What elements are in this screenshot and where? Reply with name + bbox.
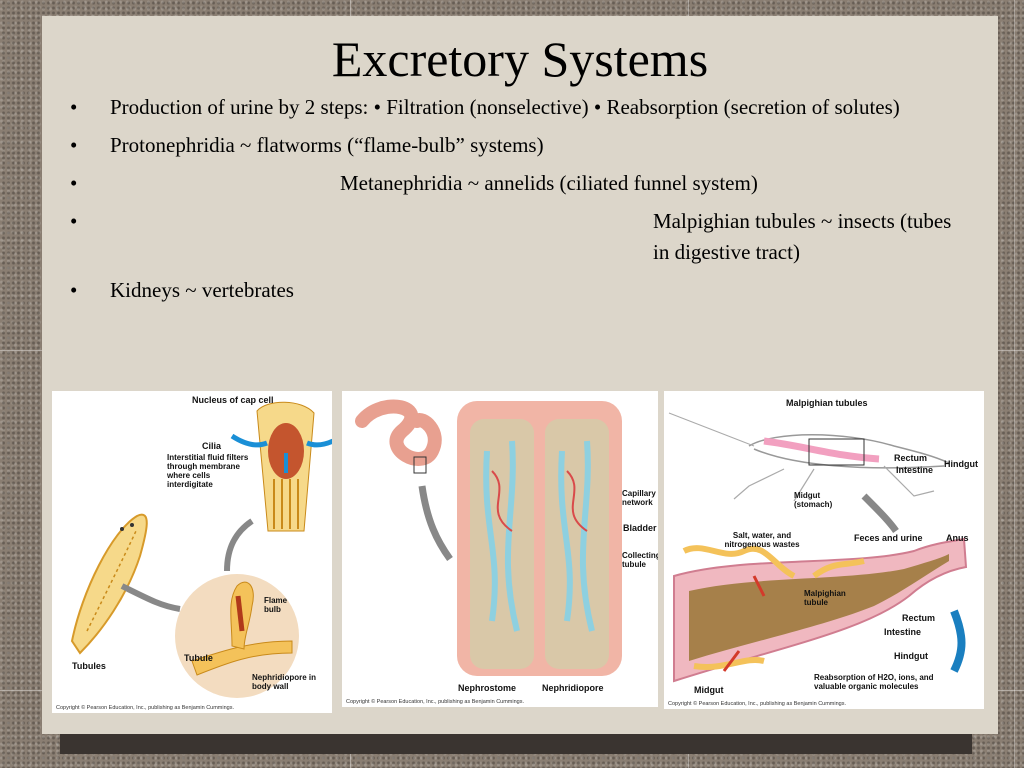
- nephridium-tubule: [558, 440, 595, 632]
- zoom-box: [413, 456, 427, 474]
- label-malpighian-bottom: Malpighian tubule: [804, 589, 846, 607]
- label-malpighian-bottom-wrap: Malpighian tubule: [804, 589, 846, 607]
- gut-contents: [689, 554, 949, 661]
- earthworm-body: [355, 399, 442, 466]
- label-nucleus: Nucleus of cap cell: [192, 395, 274, 405]
- label-hindgut-top: Hindgut: [944, 459, 978, 469]
- label-tubules: Tubules: [72, 661, 106, 671]
- grasshopper-body: [753, 448, 945, 469]
- label-malpighian-top: Malpighian tubules: [786, 398, 868, 408]
- bullet-text: Protonephridia ~ flatworms (“flame-bulb”…: [110, 133, 544, 157]
- filtration-arrow: [230, 433, 268, 448]
- copyright-text: Copyright © Pearson Education, Inc., pub…: [346, 698, 524, 705]
- capillary-network: [491, 470, 588, 532]
- label-salt: Salt, water, and nitrogenous wastes: [724, 531, 800, 549]
- label-nephridiopore-wrap: Nephridiopore in body wall: [252, 673, 316, 691]
- bullet-marker: •: [70, 95, 78, 119]
- bullet-marker: •: [70, 171, 78, 195]
- insect-diagram: Malpighian tubules Rectum Intestine Hind…: [668, 398, 978, 707]
- flame-cell-ribs: [273, 479, 299, 529]
- flatworm-diagram: Nucleus of cap cell Cilia Interstitial f…: [56, 395, 332, 711]
- label-tubule: Tubule: [184, 653, 213, 663]
- label-rectum-bottom: Rectum: [902, 613, 935, 623]
- flatworm-eye: [120, 527, 124, 531]
- label-reabsorption: Reabsorption of H2O, ions, and valuable …: [814, 673, 934, 691]
- label-reabsorption-wrap: Reabsorption of H2O, ions, and valuable …: [814, 673, 934, 691]
- bullet-text: Malpighian tubules ~ insects (tubes in d…: [653, 209, 952, 264]
- grasshopper-legs: [733, 465, 935, 502]
- bullet-marker: •: [70, 133, 78, 157]
- flatworm-figure: Nucleus of cap cell Cilia Interstitial f…: [52, 391, 332, 713]
- insect-figure: Malpighian tubules Rectum Intestine Hind…: [664, 391, 984, 709]
- malpighian-tubule: [812, 558, 865, 579]
- filtration-arrow: [306, 438, 332, 448]
- label-feces: Feces and urine: [854, 533, 923, 543]
- label-midgut-top: Midgut (stomach): [794, 491, 833, 509]
- earthworm-diagram: Capillary network Bladder Collecting tub…: [346, 399, 658, 705]
- label-cilia: Cilia: [202, 441, 222, 451]
- flow-arrow: [722, 575, 766, 672]
- segment-interior: [470, 419, 534, 669]
- label-nephridiopore: Nephridiopore in body wall: [252, 673, 316, 691]
- bullet-text: Production of urine by 2 steps: • Filtra…: [110, 95, 900, 119]
- label-interstitial: Interstitial fluid filters through membr…: [167, 453, 249, 489]
- gut-tract: [763, 437, 880, 463]
- label-hindgut-bottom: Hindgut: [894, 651, 928, 661]
- background-grid-line: [1014, 0, 1015, 768]
- malpighian-tubule: [682, 545, 796, 579]
- label-interstitial-wrap: Interstitial fluid filters through membr…: [167, 453, 249, 489]
- cilia-tuft: [268, 423, 304, 479]
- grasshopper-body: [748, 434, 950, 464]
- label-salt-wrap: Salt, water, and nitrogenous wastes: [724, 531, 800, 549]
- label-nephridiopore: Nephridiopore: [542, 683, 604, 693]
- label-capillary-wrap: Capillary network: [622, 489, 656, 507]
- bullet-marker: •: [70, 209, 78, 233]
- tubule-duct: [191, 640, 293, 676]
- slide: Excretory Systems • Production of urine …: [42, 16, 998, 734]
- label-midgut-bottom: Midgut: [694, 685, 724, 695]
- label-flame-bulb: Flame bulb: [264, 596, 288, 614]
- label-rectum-top: Rectum: [894, 453, 927, 463]
- bullet-item: • Kidneys ~ vertebrates: [70, 275, 982, 306]
- bullet-text: Kidneys ~ vertebrates: [110, 278, 294, 302]
- copyright-text: Copyright © Pearson Education, Inc., pub…: [56, 704, 234, 711]
- flatworm-body: [70, 513, 148, 655]
- bullet-item: • Malpighian tubules ~ insects (tubes in…: [70, 206, 982, 268]
- grasshopper-antenna: [668, 412, 755, 447]
- segment-interior: [545, 419, 609, 669]
- label-midgut-top-wrap: Midgut (stomach): [794, 491, 833, 509]
- zoom-box: [808, 438, 865, 466]
- label-collecting-wrap: Collecting tubule: [622, 551, 658, 569]
- nephridium-tubule: [483, 440, 520, 632]
- reabsorption-arrow: [950, 609, 966, 673]
- label-capillary: Capillary network: [622, 489, 656, 507]
- bullet-text: Metanephridia ~ annelids (ciliated funne…: [340, 171, 758, 195]
- zoom-arrow: [120, 583, 181, 612]
- bullet-list: • Production of urine by 2 steps: • Filt…: [70, 92, 982, 313]
- label-collecting: Collecting tubule: [622, 551, 658, 569]
- label-flame-bulb-wrap: Flame bulb: [264, 596, 288, 614]
- flame-bulb-cilia: [235, 595, 245, 632]
- zoom-arrow: [224, 518, 254, 572]
- label-intestine-bottom: Intestine: [884, 627, 921, 637]
- slide-title: Excretory Systems: [331, 31, 709, 87]
- flatworm-eye: [130, 523, 134, 527]
- label-anus: Anus: [946, 533, 969, 543]
- zoom-arrow: [418, 485, 453, 562]
- bullet-item: • Metanephridia ~ annelids (ciliated fun…: [70, 168, 982, 199]
- earthworm-figure: Capillary network Bladder Collecting tub…: [342, 391, 658, 707]
- label-intestine-top: Intestine: [896, 465, 933, 475]
- bullet-item: • Protonephridia ~ flatworms (“flame-bul…: [70, 130, 982, 161]
- label-bladder: Bladder: [623, 523, 657, 533]
- label-nephrostome: Nephrostome: [458, 683, 516, 693]
- bullet-item: • Production of urine by 2 steps: • Filt…: [70, 92, 982, 123]
- malpighian-tubule: [693, 657, 765, 670]
- bullet-marker: •: [70, 278, 78, 302]
- zoom-arrow: [861, 493, 899, 534]
- flatworm-tubule-line: [86, 530, 137, 632]
- copyright-text: Copyright © Pearson Education, Inc., pub…: [668, 700, 846, 707]
